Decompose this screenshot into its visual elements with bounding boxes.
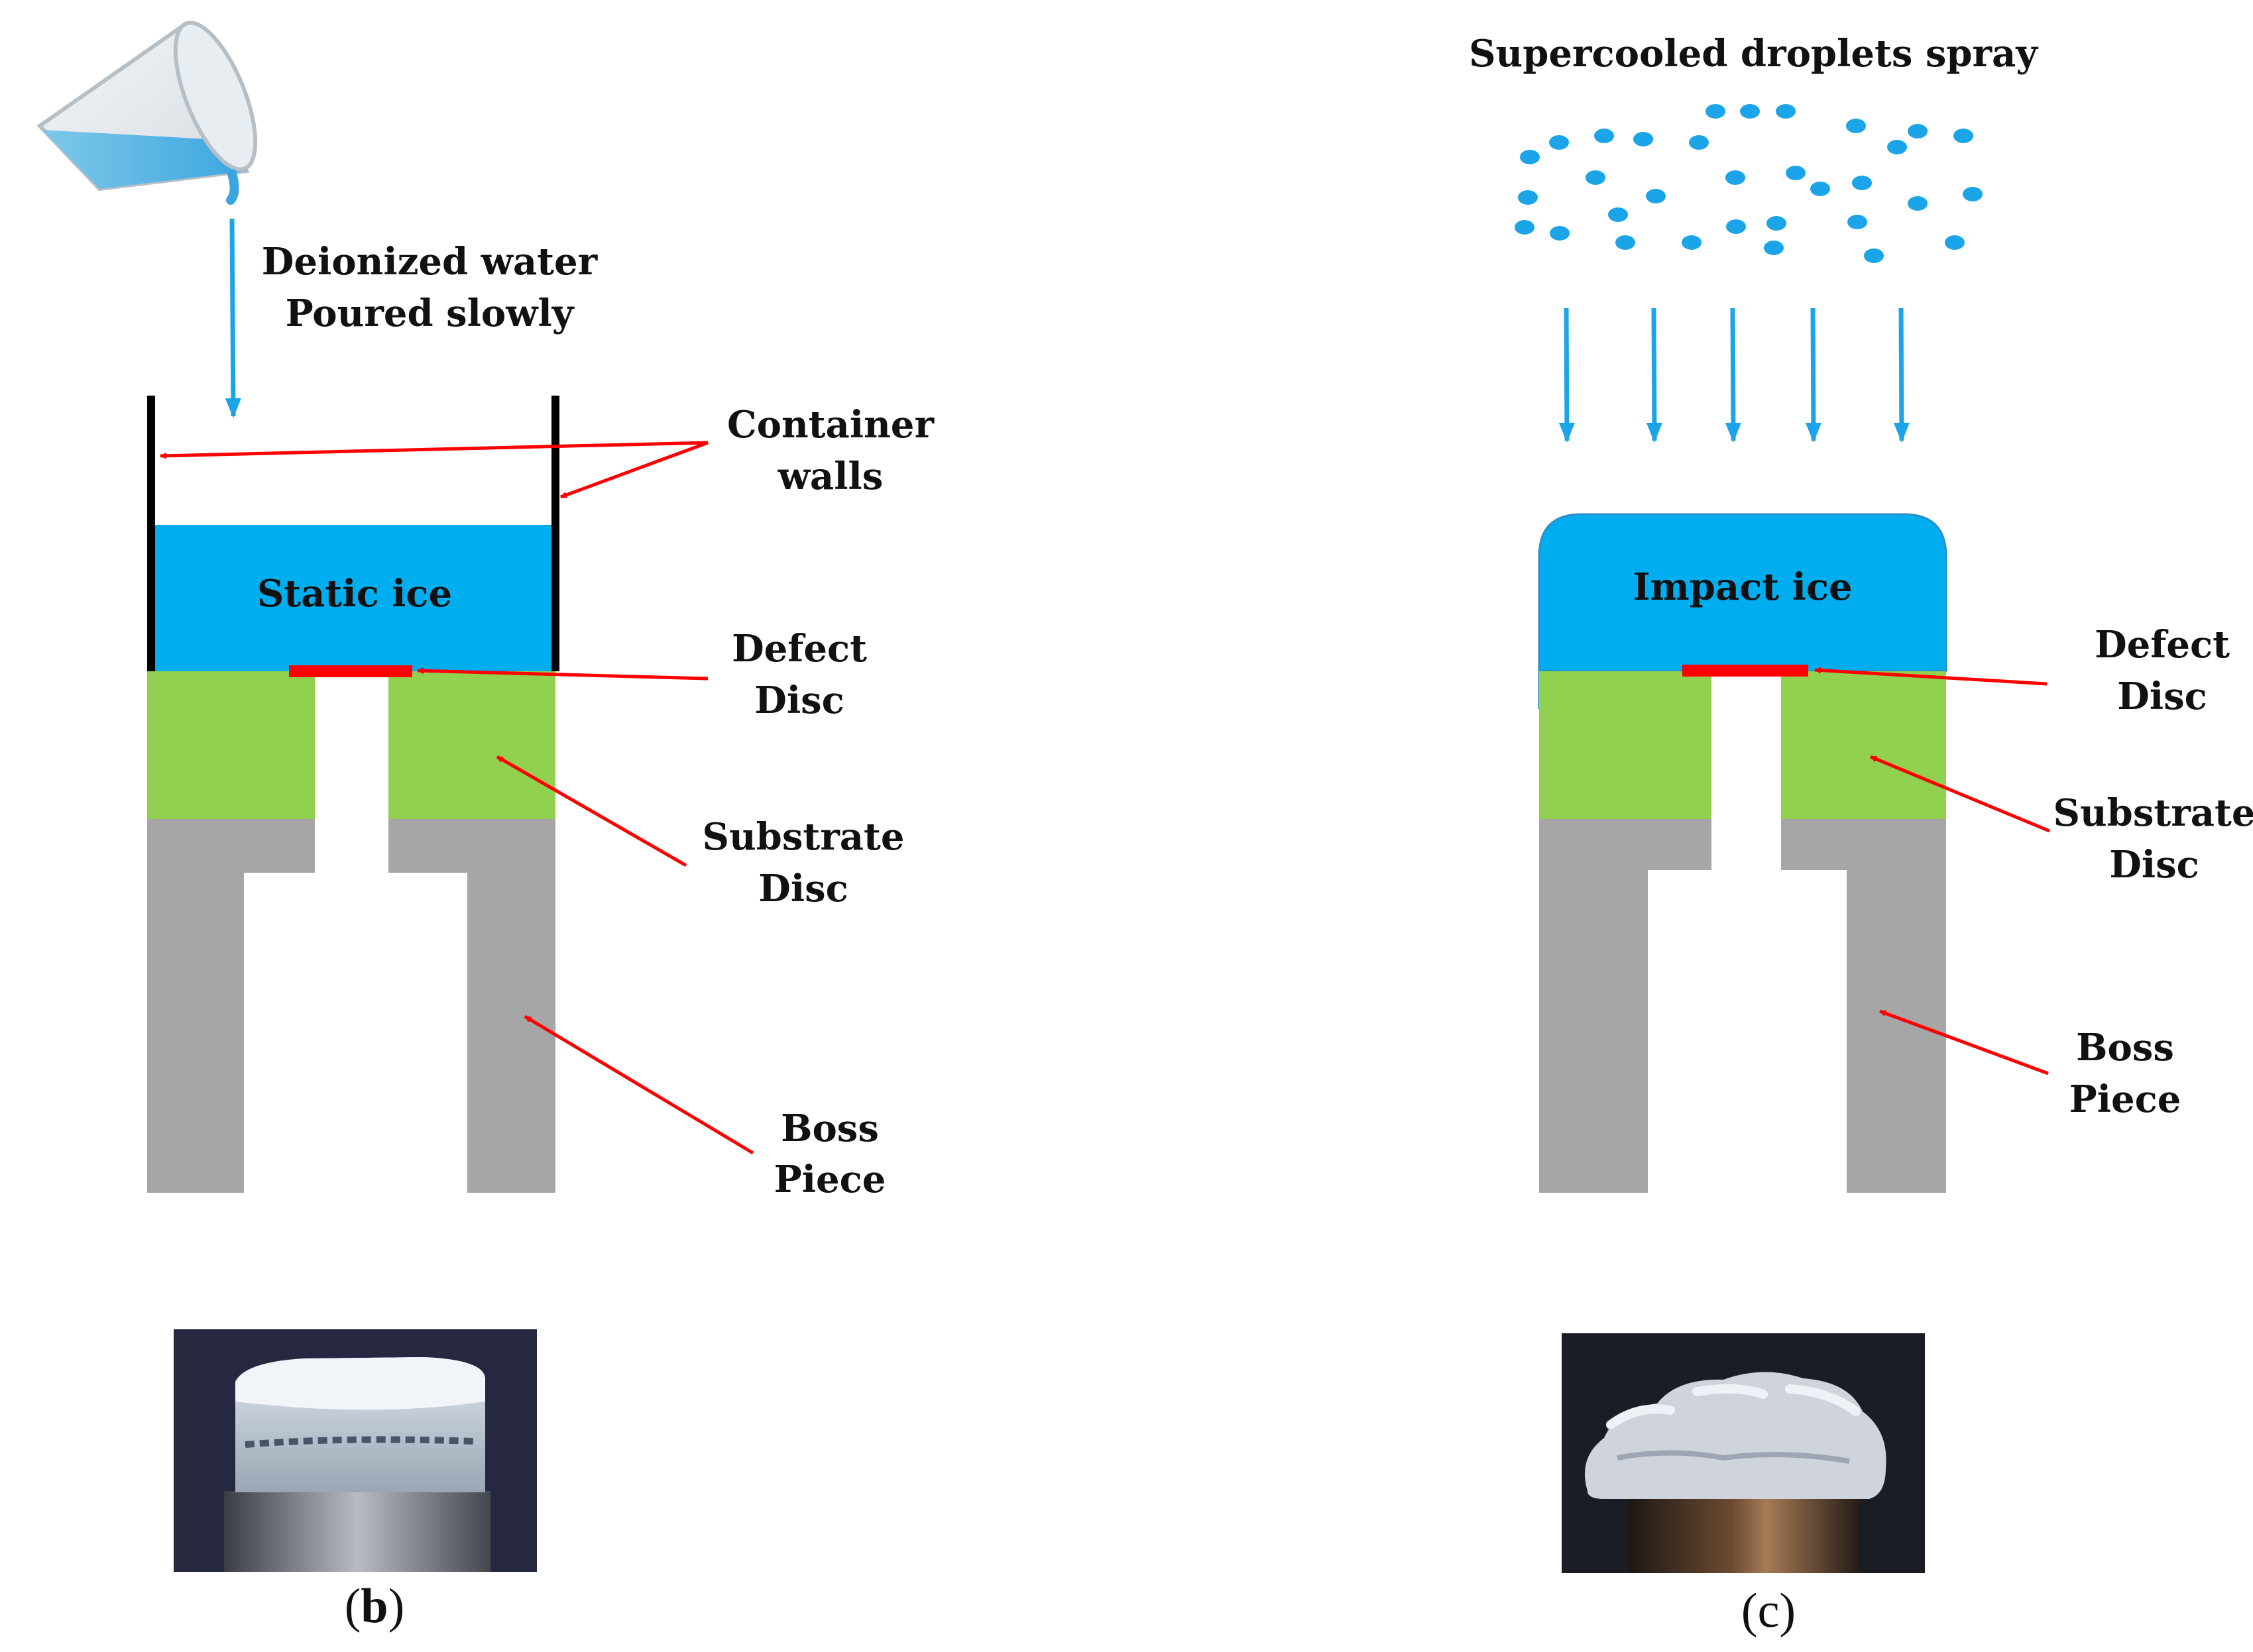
static-ice-label: Static ice xyxy=(257,572,452,616)
substrate-disc-b xyxy=(147,671,555,819)
boss-pointer-b xyxy=(525,1017,753,1153)
spray-arrow xyxy=(1566,308,1567,441)
spray-arrow xyxy=(1901,308,1902,441)
pour-label-line2: Poured slowly xyxy=(286,292,575,335)
droplet xyxy=(1689,135,1709,150)
droplet xyxy=(1887,140,1907,154)
boss-label-c-line2: Piece xyxy=(2069,1077,2181,1121)
substrate-label-c-line2: Disc xyxy=(2109,843,2199,887)
container-pointer-right xyxy=(561,443,708,497)
caption-c: (c) xyxy=(1741,1584,1796,1638)
caption-b-open: ( xyxy=(345,1579,361,1633)
droplet xyxy=(1705,104,1725,119)
droplet xyxy=(1518,190,1538,205)
droplet xyxy=(1963,187,1983,201)
droplet xyxy=(1615,235,1635,250)
defect-label-c-line1: Defect xyxy=(2095,623,2230,667)
impact-ice-label: Impact ice xyxy=(1633,565,1852,609)
substrate-label-c-line1: Substrate xyxy=(2053,791,2253,835)
droplet xyxy=(1847,215,1867,229)
panel-b: Deionized water Poured slowly Static ice… xyxy=(40,13,935,1633)
pour-arrow xyxy=(232,219,233,416)
droplet xyxy=(1725,170,1745,185)
droplet xyxy=(1520,150,1540,164)
defect-label-c-line2: Disc xyxy=(2117,675,2207,718)
defect-disc-b xyxy=(289,665,412,677)
boss-label-c-line1: Boss xyxy=(2076,1026,2174,1070)
droplet xyxy=(1846,119,1866,133)
substrate-label-b-line1: Substrate xyxy=(703,815,905,859)
droplet xyxy=(1766,216,1786,231)
boss-label-b-line2: Piece xyxy=(774,1158,886,1201)
droplet xyxy=(1776,104,1796,119)
spray-arrow xyxy=(1813,308,1814,441)
droplet xyxy=(1594,129,1614,143)
droplet xyxy=(1646,189,1666,203)
defect-label-b-line1: Defect xyxy=(732,627,867,671)
substrate-label-b-line2: Disc xyxy=(758,867,848,910)
boss-label-b-line1: Boss xyxy=(781,1107,879,1150)
droplet-spray xyxy=(1515,104,1983,263)
droplet xyxy=(1852,176,1872,190)
droplet xyxy=(1726,219,1746,234)
container-label-line2: walls xyxy=(778,455,884,498)
caption-b: (b) xyxy=(345,1579,404,1633)
container-label-line1: Container xyxy=(727,403,935,447)
droplet xyxy=(1586,170,1605,185)
droplet xyxy=(1786,166,1806,180)
pour-label-line1: Deionized water xyxy=(262,240,599,284)
photo-impact-ice xyxy=(1562,1333,1925,1573)
droplet xyxy=(1550,226,1570,241)
droplet xyxy=(1864,248,1884,263)
container-pointer-left xyxy=(160,443,708,456)
droplet xyxy=(1953,129,1973,143)
droplet xyxy=(1682,235,1702,250)
spray-label: Supercooled droplets spray xyxy=(1469,32,2038,76)
droplet xyxy=(1515,220,1534,235)
droplet xyxy=(1908,124,1928,138)
droplet xyxy=(1764,241,1784,255)
defect-disc-c xyxy=(1682,665,1808,677)
caption-b-letter: b xyxy=(361,1579,388,1633)
droplet xyxy=(1810,182,1830,196)
defect-label-b-line2: Disc xyxy=(754,679,844,722)
spray-arrows xyxy=(1566,308,1902,441)
droplet xyxy=(1633,132,1653,146)
droplet xyxy=(1740,104,1760,119)
panel-c: Supercooled droplets spray Impact ice De xyxy=(1469,32,2253,1638)
droplet xyxy=(1608,207,1628,222)
beaker-icon xyxy=(40,13,272,200)
boss-piece-b xyxy=(147,819,555,1193)
caption-b-close: ) xyxy=(388,1579,405,1633)
droplet xyxy=(1549,135,1569,150)
droplet xyxy=(1908,196,1928,211)
substrate-disc-c xyxy=(1539,671,1946,819)
photo-static-ice xyxy=(174,1329,537,1572)
boss-piece-c xyxy=(1539,819,1946,1193)
droplet xyxy=(1945,235,1965,250)
